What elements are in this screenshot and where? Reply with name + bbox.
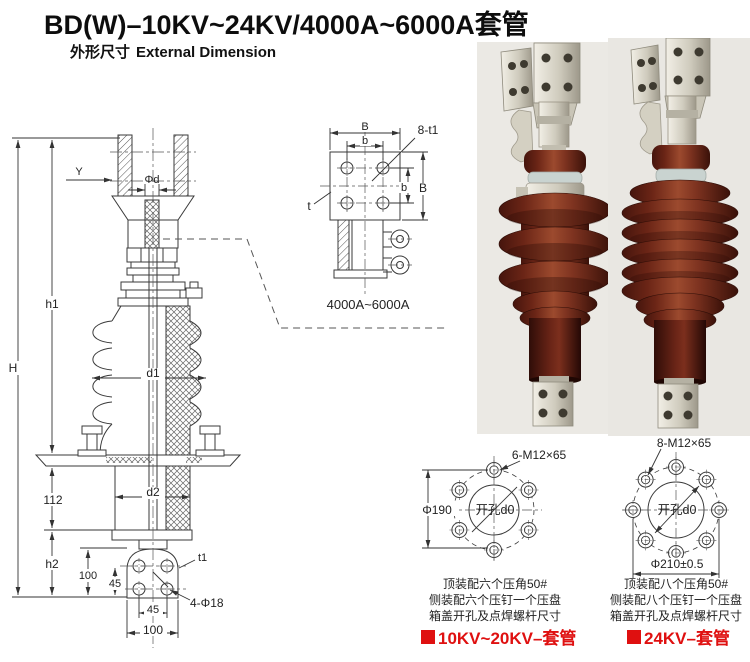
tag-label: 24KV–套管: [644, 629, 730, 648]
detail-dim-t: t: [307, 199, 311, 213]
bottom-terminal: [657, 378, 699, 429]
dim-45-vertical: 45: [109, 578, 121, 590]
lower-ceramic-cylinder: [529, 318, 581, 380]
caption-line: 侧装配六个压钉一个压盘: [428, 593, 561, 607]
stem-band: [666, 110, 698, 118]
caption-line: 侧装配八个压钉一个压盘: [609, 593, 742, 607]
page-subtitle: 外形尺寸 External Dimension: [70, 41, 276, 62]
lower-ceramic-cylinder: [654, 320, 706, 382]
detail-dim-B-top: B: [361, 121, 368, 133]
flange-left-bolt-label: 6-M12×65: [512, 448, 567, 462]
tag-label: 10KV~20KV–套管: [438, 629, 577, 648]
flange-left-diameter: Φ190: [422, 503, 452, 517]
detail-callout-line: [163, 238, 447, 329]
stem-band: [537, 116, 571, 124]
red-square-icon: [421, 630, 435, 644]
detail-dim-B-right: B: [419, 181, 427, 195]
dim-h2: h2: [45, 557, 59, 571]
caption-line: 顶装配六个压角50#: [442, 577, 548, 591]
flange-left-hole-label: 开孔d0: [476, 503, 515, 517]
detail-dim-b-top: b: [362, 135, 368, 147]
porcelain-sheds-outline: [92, 305, 122, 456]
dim-t1: t1: [198, 552, 207, 564]
gasket-ring: [527, 171, 583, 185]
flange-diagram-right: 8-M12×65 Φ210±0.5 开孔d0: [622, 436, 730, 578]
centerlines: [110, 128, 196, 648]
flange-left-caption: 顶装配六个压角50# 侧装配六个压钉一个压盘 箱盖开孔及点焊螺杆尺寸: [420, 576, 570, 624]
product-photo-10kv: [477, 42, 609, 434]
flange-right-diameter: Φ210±0.5: [651, 557, 704, 571]
dim-d1: d1: [146, 366, 160, 380]
caption-line: 箱盖开孔及点焊螺杆尺寸: [609, 609, 742, 623]
dim-Y: Y: [75, 166, 83, 178]
ceramic-body: [498, 150, 609, 384]
detail-dim-8t1: 8-t1: [418, 123, 439, 137]
dim-112: 112: [43, 493, 62, 507]
product-tag-24kv: 24KV–套管: [627, 624, 730, 649]
dim-4-phi18: 4-Φ18: [190, 596, 224, 610]
dim-h1: h1: [45, 297, 59, 311]
clamp-fitting: [510, 109, 534, 163]
red-square-icon: [627, 630, 641, 644]
product-photo-24kv: [608, 38, 750, 436]
subtitle-chinese: 外形尺寸: [70, 44, 131, 61]
detail-dim-b-right: b: [401, 182, 407, 194]
clamp-fitting: [639, 101, 663, 155]
ceramic-body: [621, 145, 739, 386]
page-title: BD(W)–10KV~24KV/4000A~6000A套管: [44, 10, 529, 40]
dim-100-vertical: 100: [79, 570, 97, 582]
flange-right-hole-label: 开孔d0: [658, 503, 697, 517]
flange-right-bolt-label: 8-M12×65: [657, 436, 712, 450]
porcelain-section: [165, 305, 202, 533]
flange-bolt-right: [195, 425, 225, 457]
nut-and-washers: [117, 247, 203, 307]
flange-diagram-left: 6-M12×65 Φ190 开孔d0: [419, 448, 567, 564]
product-tag-10kv-20kv: 10KV~20KV–套管: [421, 624, 576, 649]
main-dimension-drawing: H h1 112 h2 100 45 Y Φd d1 d2 t1 4-Φ18 4…: [6, 128, 242, 648]
bottom-plate: [111, 529, 193, 541]
flange-bolt-left: [77, 425, 107, 457]
caption-line: 顶装配八个压角50#: [623, 577, 729, 591]
detail-caption: 4000A~6000A: [327, 297, 410, 312]
threaded-stud: [144, 199, 160, 249]
metal-stem: [667, 95, 697, 145]
flange-right-caption: 顶装配八个压角50# 侧装配八个压钉一个压盘 箱盖开孔及点焊螺杆尺寸: [601, 576, 750, 624]
dim-H: H: [9, 361, 18, 375]
dim-d2: d2: [146, 485, 160, 499]
caption-line: 箱盖开孔及点焊螺杆尺寸: [428, 609, 561, 623]
dim-100-horizontal: 100: [143, 623, 163, 637]
bottom-terminal: [532, 376, 574, 427]
dim-45-horizontal: 45: [147, 604, 159, 616]
subtitle-english: External Dimension: [136, 44, 277, 61]
terminal-detail-drawing: B b 8-t1 b B t 4000A~6000A: [307, 121, 439, 312]
metal-stem: [538, 101, 570, 148]
dim-phi-d: Φd: [145, 174, 160, 186]
